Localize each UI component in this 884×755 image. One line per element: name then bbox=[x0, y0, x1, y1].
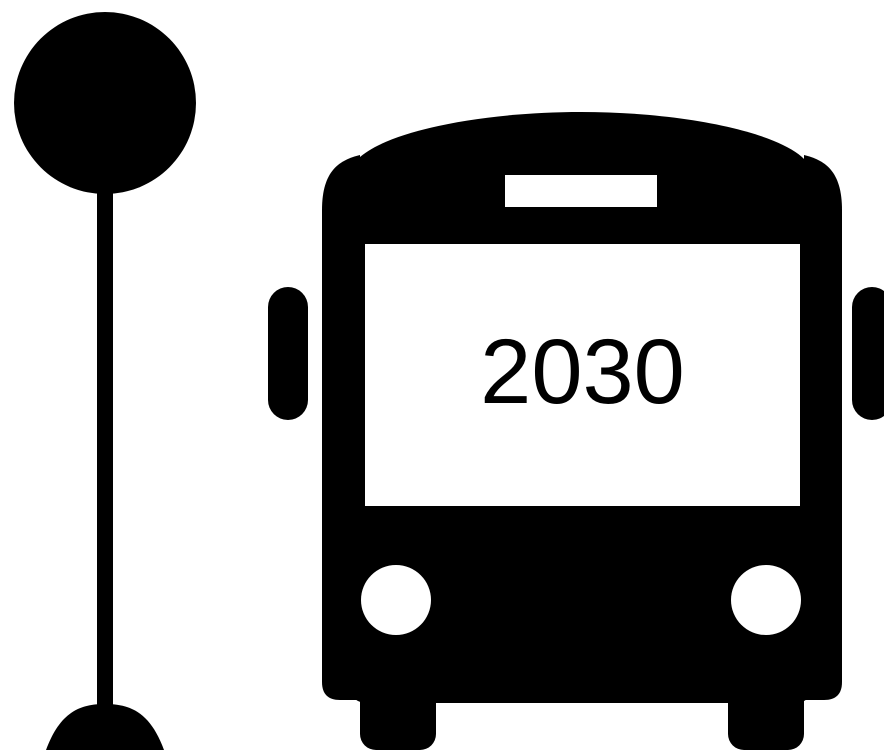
bus-stop-sign-icon bbox=[14, 12, 196, 750]
right-headlight bbox=[731, 565, 801, 635]
stop-sign-base bbox=[46, 704, 164, 750]
bus-body-flare-right bbox=[804, 155, 842, 700]
route-number-label: 2030 bbox=[480, 321, 685, 423]
destination-sign bbox=[505, 175, 657, 207]
stop-sign-pole bbox=[97, 185, 113, 720]
left-headlight bbox=[361, 565, 431, 635]
bus-body-flare bbox=[322, 155, 360, 700]
left-mirror bbox=[268, 287, 308, 420]
bus-icon bbox=[268, 112, 884, 750]
right-mirror bbox=[852, 287, 884, 420]
windshield bbox=[365, 244, 800, 506]
stop-sign-disc bbox=[14, 12, 196, 194]
